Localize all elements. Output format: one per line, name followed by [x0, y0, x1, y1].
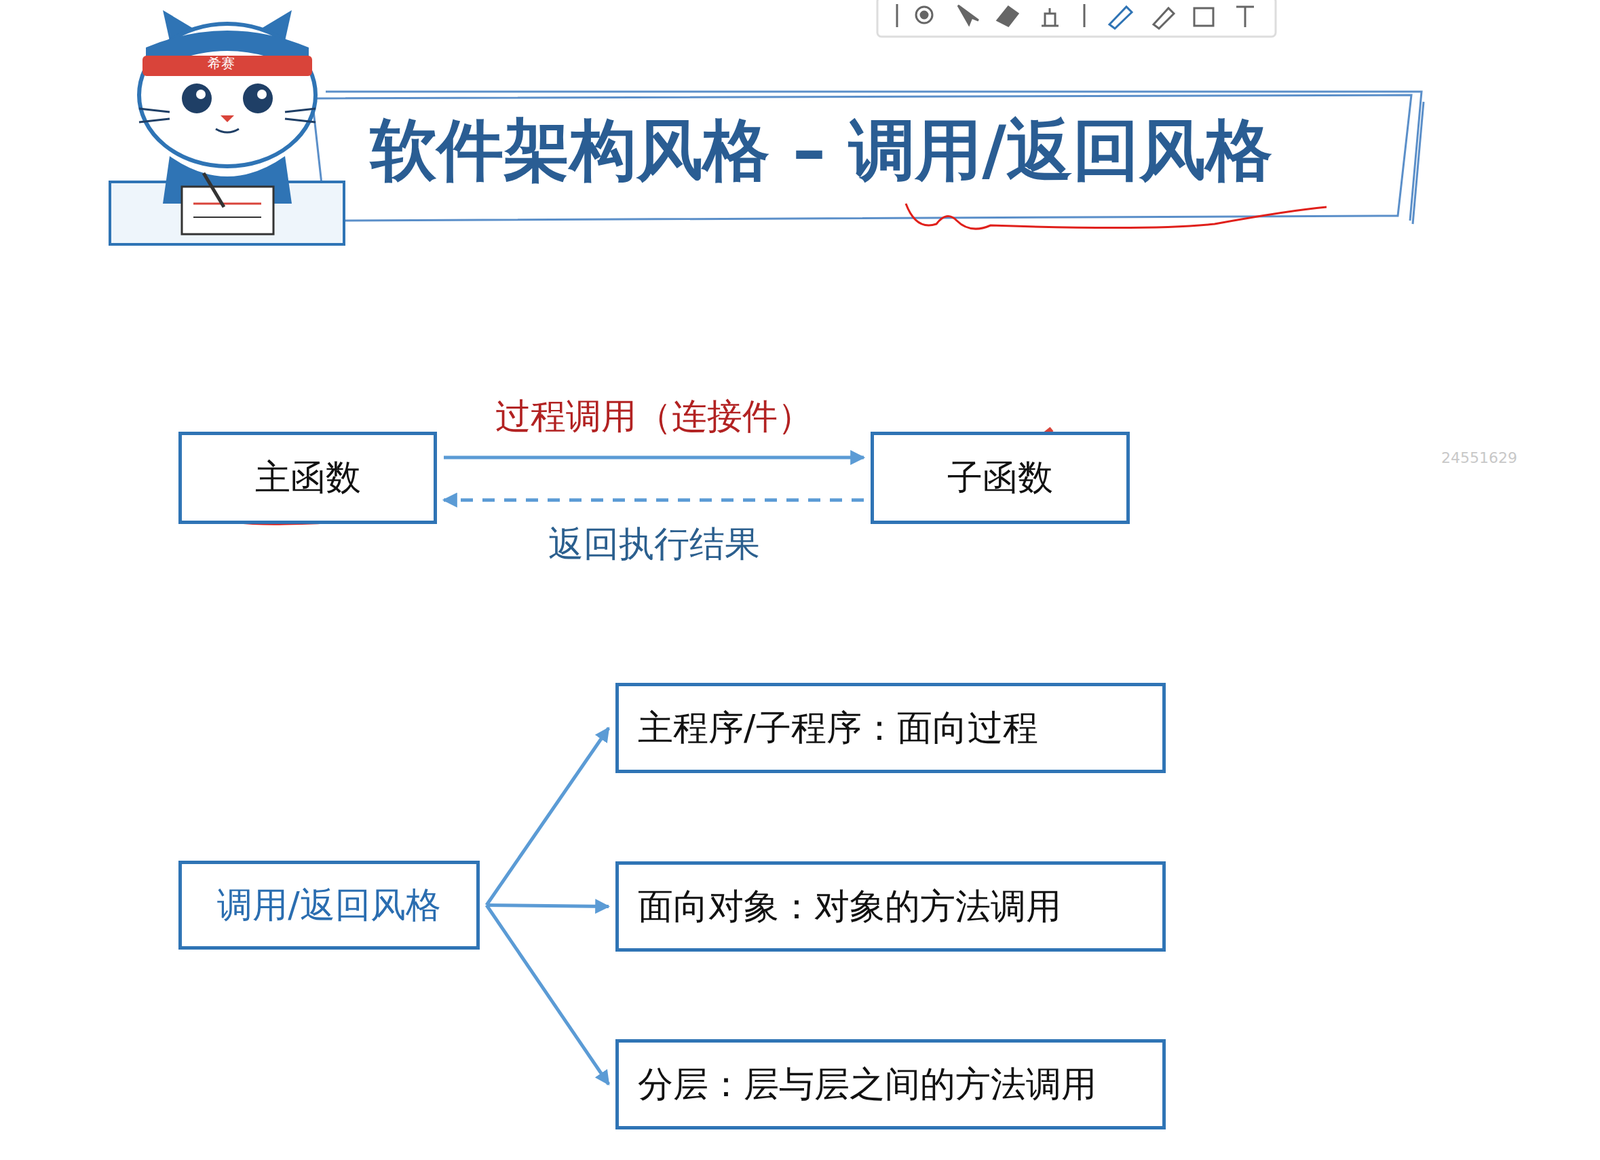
box-text: 主程序/子程序：面向过程	[637, 704, 1039, 752]
process-box: 分层：层与层之间的方法调用	[615, 1038, 1166, 1130]
call-arrow	[443, 455, 864, 460]
process-box: 主程序/子程序：面向过程	[615, 682, 1166, 773]
edge-label: 返回执行结果	[544, 520, 765, 568]
pen-annotations	[179, 203, 1327, 524]
process-box: 面向对象：对象的方法调用	[615, 861, 1166, 952]
call-arrow	[486, 905, 609, 907]
toolbar	[877, 0, 1276, 37]
call-arrow	[486, 905, 609, 1085]
box-text: 面向对象：对象的方法调用	[637, 882, 1062, 931]
call-arrow	[486, 728, 609, 906]
box-text: 子函数	[947, 453, 1054, 502]
return-arrow	[443, 498, 864, 502]
process-box: 主函数	[178, 431, 437, 524]
edge-label: 过程调用（连接件）	[491, 392, 817, 441]
watermark: 24551629	[1437, 449, 1522, 467]
title: 软件架构风格 – 调用/返回风格	[366, 113, 1277, 188]
headband-text: 希赛	[203, 54, 239, 73]
box-text: 调用/返回风格	[217, 881, 442, 929]
cat-mascot	[109, 10, 345, 245]
box-text: 分层：层与层之间的方法调用	[637, 1060, 1097, 1109]
box-text: 主函数	[255, 453, 361, 502]
process-box: 子函数	[870, 431, 1130, 524]
process-box: 调用/返回风格	[178, 860, 480, 950]
title-banner	[312, 91, 1424, 224]
